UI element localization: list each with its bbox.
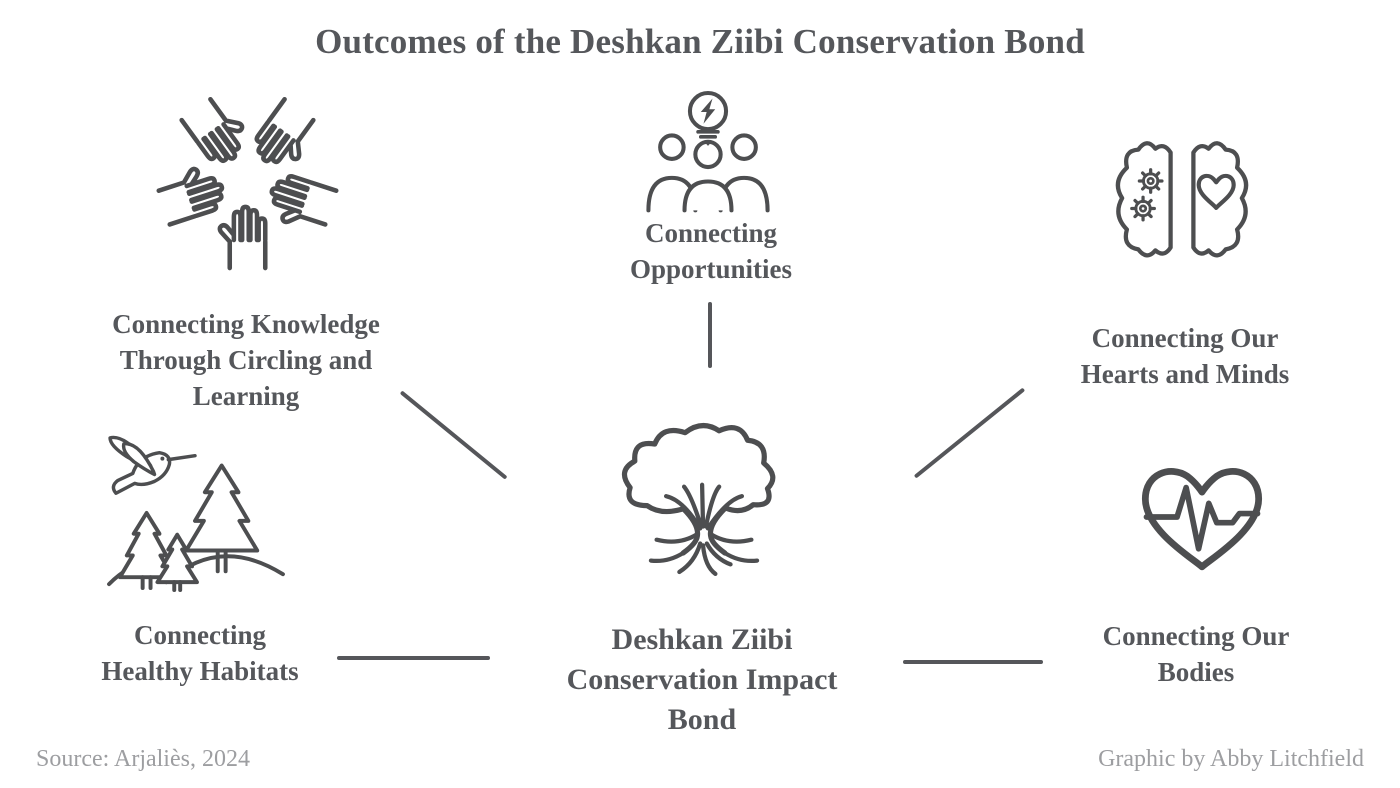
hummingbird-forest-icon <box>100 430 290 593</box>
connector-opportunities-center <box>708 302 712 368</box>
heart-pulse-icon <box>1134 450 1270 584</box>
connector-bodies-center <box>903 660 1043 664</box>
tree-with-roots-icon <box>614 400 794 598</box>
label-connecting-habitats: Connecting Healthy Habitats <box>101 620 299 686</box>
page-title: Outcomes of the Deshkan Ziibi Conservati… <box>315 22 1085 61</box>
label-connecting-opportunities: Connecting Opportunities <box>629 218 793 284</box>
connector-knowledge-center <box>399 390 508 480</box>
graphic-credit: Graphic by Abby Litchfield <box>1098 746 1364 772</box>
source-citation: Source: Arjaliès, 2024 <box>36 746 250 772</box>
hands-together-icon <box>140 88 355 273</box>
brain-gears-heart-icon <box>1106 133 1258 267</box>
connector-heartsminds-center <box>913 387 1026 479</box>
label-center-bond: Deshkan Ziibi Conservation Impact Bond <box>566 623 838 736</box>
people-lightbulb-icon <box>642 84 774 214</box>
label-connecting-knowledge: Connecting Knowledge Through Circling an… <box>112 309 380 411</box>
label-connecting-bodies: Connecting Our Bodies <box>1102 621 1290 687</box>
connector-habitats-center <box>337 656 490 660</box>
label-connecting-hearts-minds: Connecting Our Hearts and Minds <box>1080 323 1290 389</box>
